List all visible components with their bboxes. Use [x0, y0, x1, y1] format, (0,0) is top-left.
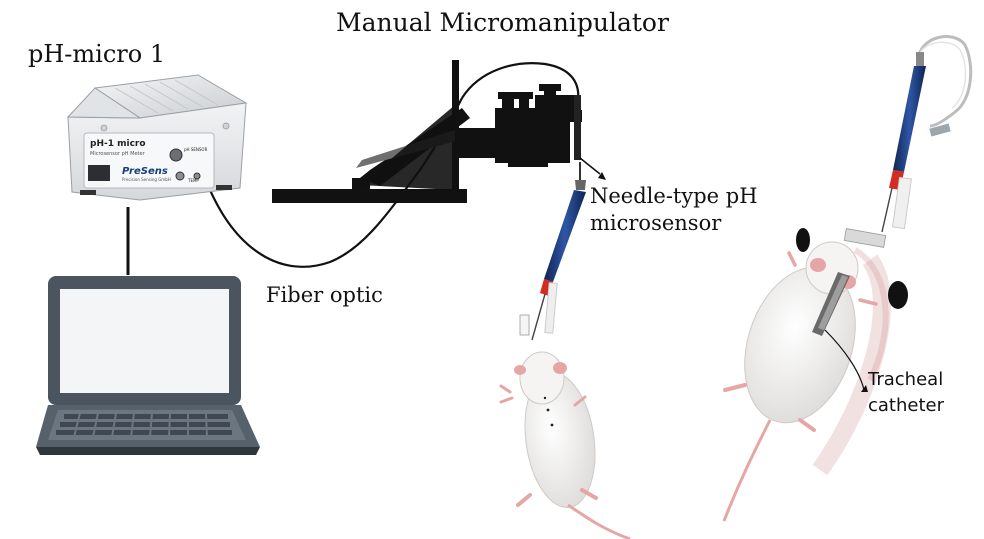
- micromanipulator-icon: [272, 60, 582, 203]
- needle-sensor-label: Needle-type pH microsensor: [590, 183, 758, 237]
- power-label: POWER: [90, 182, 105, 187]
- device-subtitle-text: Microsensor pH Meter: [90, 151, 146, 157]
- mouse-illustration-right: [722, 228, 908, 522]
- needle-label-arrowhead: [598, 172, 606, 180]
- fiber-optic-label: Fiber optic: [266, 283, 383, 307]
- tracheal-label-pointer: [824, 329, 865, 391]
- tracheal-label-arrowhead: [861, 385, 868, 392]
- needle-sensor-label-line1: Needle-type pH: [590, 184, 758, 208]
- tracheal-label-line2: catheter: [868, 395, 944, 416]
- presens-sub-text: Precision Sensing GmbH: [122, 177, 171, 182]
- needle-label-pointer: [579, 157, 601, 175]
- needle-sensor-right-icon: [881, 35, 973, 233]
- presens-logo-text: PreSens: [122, 166, 168, 177]
- sensor-port-label: pH SENSOR: [184, 147, 208, 152]
- needle-sensor-icon: [519, 162, 586, 341]
- ph-micro-label: pH-micro 1: [28, 40, 166, 68]
- fiber-optic-top-loop: [461, 62, 580, 101]
- tracheal-label-line1: Tracheal: [868, 369, 944, 390]
- needle-sensor-label-line2: microsensor: [590, 211, 722, 235]
- laptop-icon: [36, 276, 260, 455]
- tracheal-catheter-label: Tracheal catheter: [868, 367, 944, 419]
- ph-meter-device: pH-1 micro Microsensor pH Meter PreSens …: [66, 74, 248, 201]
- device-model-text: pH-1 micro: [90, 139, 146, 149]
- micromanipulator-label: Manual Micromanipulator: [336, 8, 669, 37]
- mouse-illustration-left: [499, 351, 631, 539]
- temp-port-label: TEMP: [187, 178, 199, 183]
